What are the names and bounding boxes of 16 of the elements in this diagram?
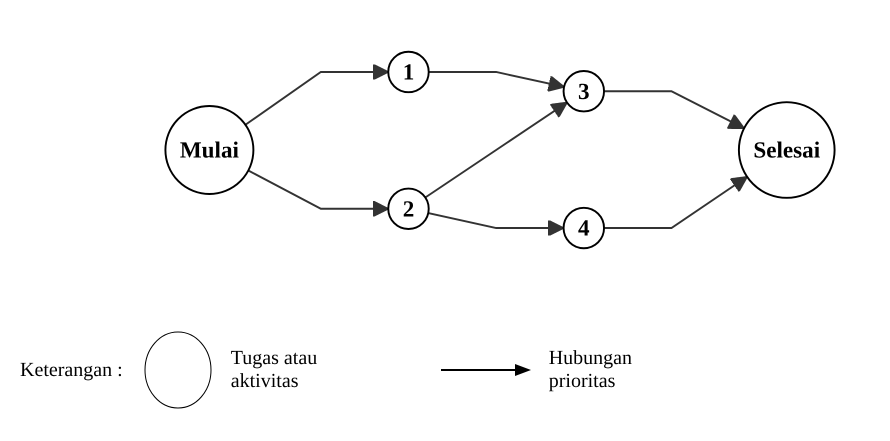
legend-text: Hubungan prioritas (548, 347, 634, 393)
arrow (424, 102, 568, 198)
node-circle: Selesai (738, 101, 836, 199)
arrow (248, 170, 390, 218)
arrow (604, 90, 745, 130)
node-circle: 2 (387, 188, 430, 230)
node-circle: 1 (387, 50, 430, 94)
node-circle: 4 (562, 206, 605, 250)
arrow (428, 212, 564, 236)
node-circle: 3 (562, 70, 605, 112)
arrow (604, 176, 748, 229)
legend-text: Tugas atau aktivitas (230, 347, 318, 393)
arrow (244, 64, 390, 126)
legend-heading: Keterangan : (20, 358, 123, 382)
arrow (428, 71, 565, 92)
node-circle: Mulai (164, 105, 254, 195)
